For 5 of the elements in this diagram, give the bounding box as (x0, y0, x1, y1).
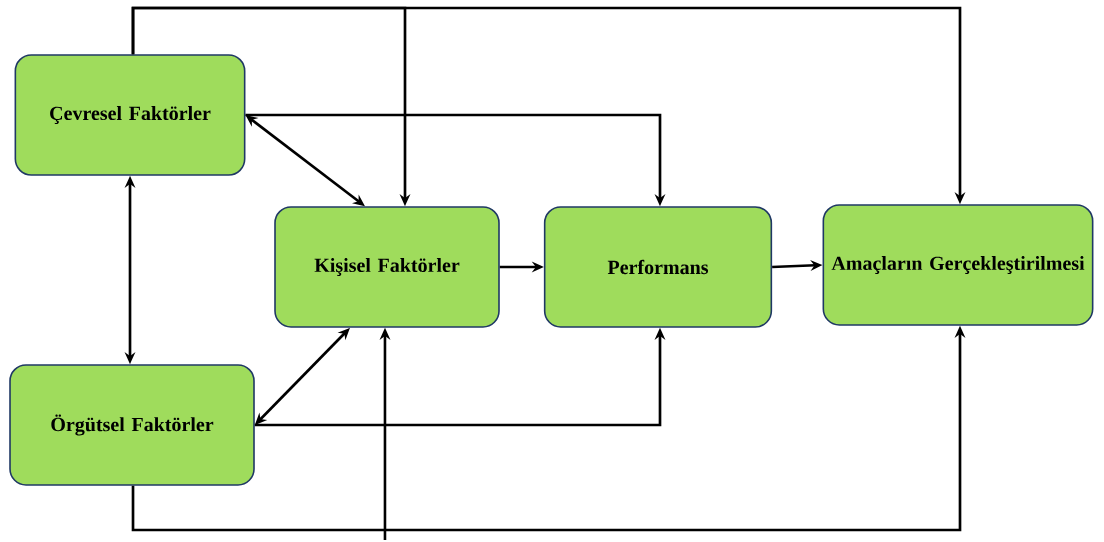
factor-box: Çevresel Faktörler (14, 54, 246, 176)
factor-box: Performans (543, 206, 773, 328)
factor-box: Örgütsel Faktörler (9, 364, 255, 486)
factor-box: Amaçların Gerçekleştirilmesi (822, 204, 1094, 326)
factor-box: Kişisel Faktörler (274, 206, 500, 328)
